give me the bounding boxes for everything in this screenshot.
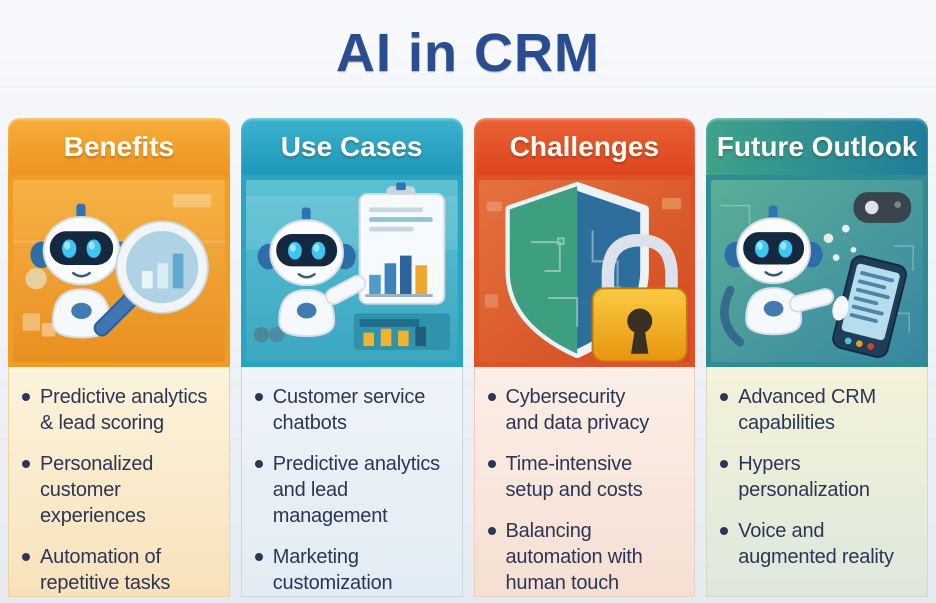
robot-pointing-arm (324, 274, 366, 305)
use-cases-illustration (240, 175, 463, 367)
bullet-dot (254, 393, 263, 401)
bullet-text: Time-intensive setup and costs (505, 453, 643, 501)
future-outlook-list: Advanced CRM capabilities Hypers persona… (706, 367, 928, 597)
bullet-text: Voice and augmented reality (738, 520, 894, 568)
magnifying-glass-icon (93, 220, 209, 337)
doodle-block (484, 294, 498, 308)
robot-arm (788, 288, 835, 313)
use-cases-list: Customer service chatbots Predictive ana… (240, 367, 463, 597)
bullet-text: Predictive analytics & lead scoring (40, 386, 208, 434)
doodle-block (41, 322, 56, 337)
doodle-dot (253, 326, 269, 343)
report-clipboard-icon (358, 182, 445, 305)
bullet-dot (22, 393, 30, 401)
bullet-dot (720, 393, 729, 401)
bar-chart-in-lens (141, 253, 184, 289)
bullet-dot (720, 527, 729, 535)
bullet-text: Advanced CRM capabilities (738, 386, 876, 434)
doodle-block (22, 313, 40, 331)
list-item: Voice and augmented reality (720, 518, 921, 570)
bullet-dot (254, 460, 263, 468)
bullet-text: Automation of repetitive tasks (40, 546, 171, 594)
chat-bubble-icon (853, 192, 912, 223)
column-header-future-outlook: Future Outlook (706, 118, 928, 175)
page-title: AI in CRM (336, 23, 600, 83)
list-item: Marketing customization (254, 544, 456, 596)
bullet-text: Hypers personalization (738, 453, 870, 501)
columns-row: Benefits (8, 118, 928, 597)
bullet-text: Marketing customization (272, 546, 393, 594)
challenges-illustration (473, 175, 696, 367)
doodle-dot (268, 326, 285, 343)
column-header-benefits: Benefits (8, 118, 230, 175)
doodle-block (486, 201, 502, 212)
bullet-dot (22, 553, 30, 561)
bullet-dot (254, 553, 263, 561)
column-use-cases: Use Cases (240, 118, 463, 597)
list-item: Automation of repetitive tasks (22, 544, 223, 596)
robot-thumb (832, 295, 849, 321)
list-item: Customer service chatbots (254, 384, 456, 436)
column-benefits: Benefits (8, 118, 230, 597)
bullet-dot (487, 527, 496, 535)
list-item: Advanced CRM capabilities (720, 384, 921, 436)
screen-text-lines (849, 271, 895, 323)
bullet-dot (487, 460, 496, 468)
bullet-text: Balancing automation with human touch (505, 520, 643, 594)
column-header-challenges: Challenges (473, 118, 696, 175)
bullet-dot (22, 460, 30, 468)
column-future-outlook: Future Outlook (706, 118, 928, 597)
doodle-block (172, 194, 212, 208)
benefits-illustration (8, 175, 230, 367)
doodle-block (661, 197, 681, 210)
column-challenges: Challenges (473, 118, 696, 597)
bullet-text: Personalized customer experiences (40, 453, 154, 527)
clipboard-bar-chart (365, 255, 433, 297)
robot-magnifier-illustration (13, 180, 225, 362)
list-item: Time-intensive setup and costs (487, 451, 689, 503)
keyhole (626, 308, 652, 334)
robot-presentation-illustration (245, 180, 458, 362)
list-item: Predictive analytics and lead management (254, 451, 456, 529)
bullet-text: Predictive analytics and lead management (272, 453, 440, 527)
bullet-dot (720, 460, 729, 468)
challenges-list: Cybersecurity and data privacy Time-inte… (473, 367, 696, 597)
robot-smartphone-illustration (711, 180, 923, 362)
padlock-icon (591, 233, 688, 362)
headset-cable (720, 285, 745, 347)
list-item: Balancing automation with human touch (487, 518, 689, 596)
shield-padlock-illustration (478, 180, 691, 362)
future-outlook-illustration (706, 175, 928, 367)
benefits-list: Predictive analytics & lead scoring Pers… (8, 367, 230, 597)
bullet-text: Customer service chatbots (272, 386, 426, 434)
list-item: Hypers personalization (720, 451, 921, 503)
bullet-dot (487, 393, 496, 401)
bullet-text: Cybersecurity and data privacy (505, 386, 650, 434)
doodle-bubble (25, 268, 47, 290)
smartphone-icon (832, 255, 908, 359)
list-item: Personalized customer experiences (22, 451, 223, 529)
list-item: Predictive analytics & lead scoring (22, 384, 223, 436)
list-item: Cybersecurity and data privacy (487, 384, 689, 436)
secondary-bar-chart (353, 313, 450, 350)
column-header-use-cases: Use Cases (240, 118, 463, 175)
